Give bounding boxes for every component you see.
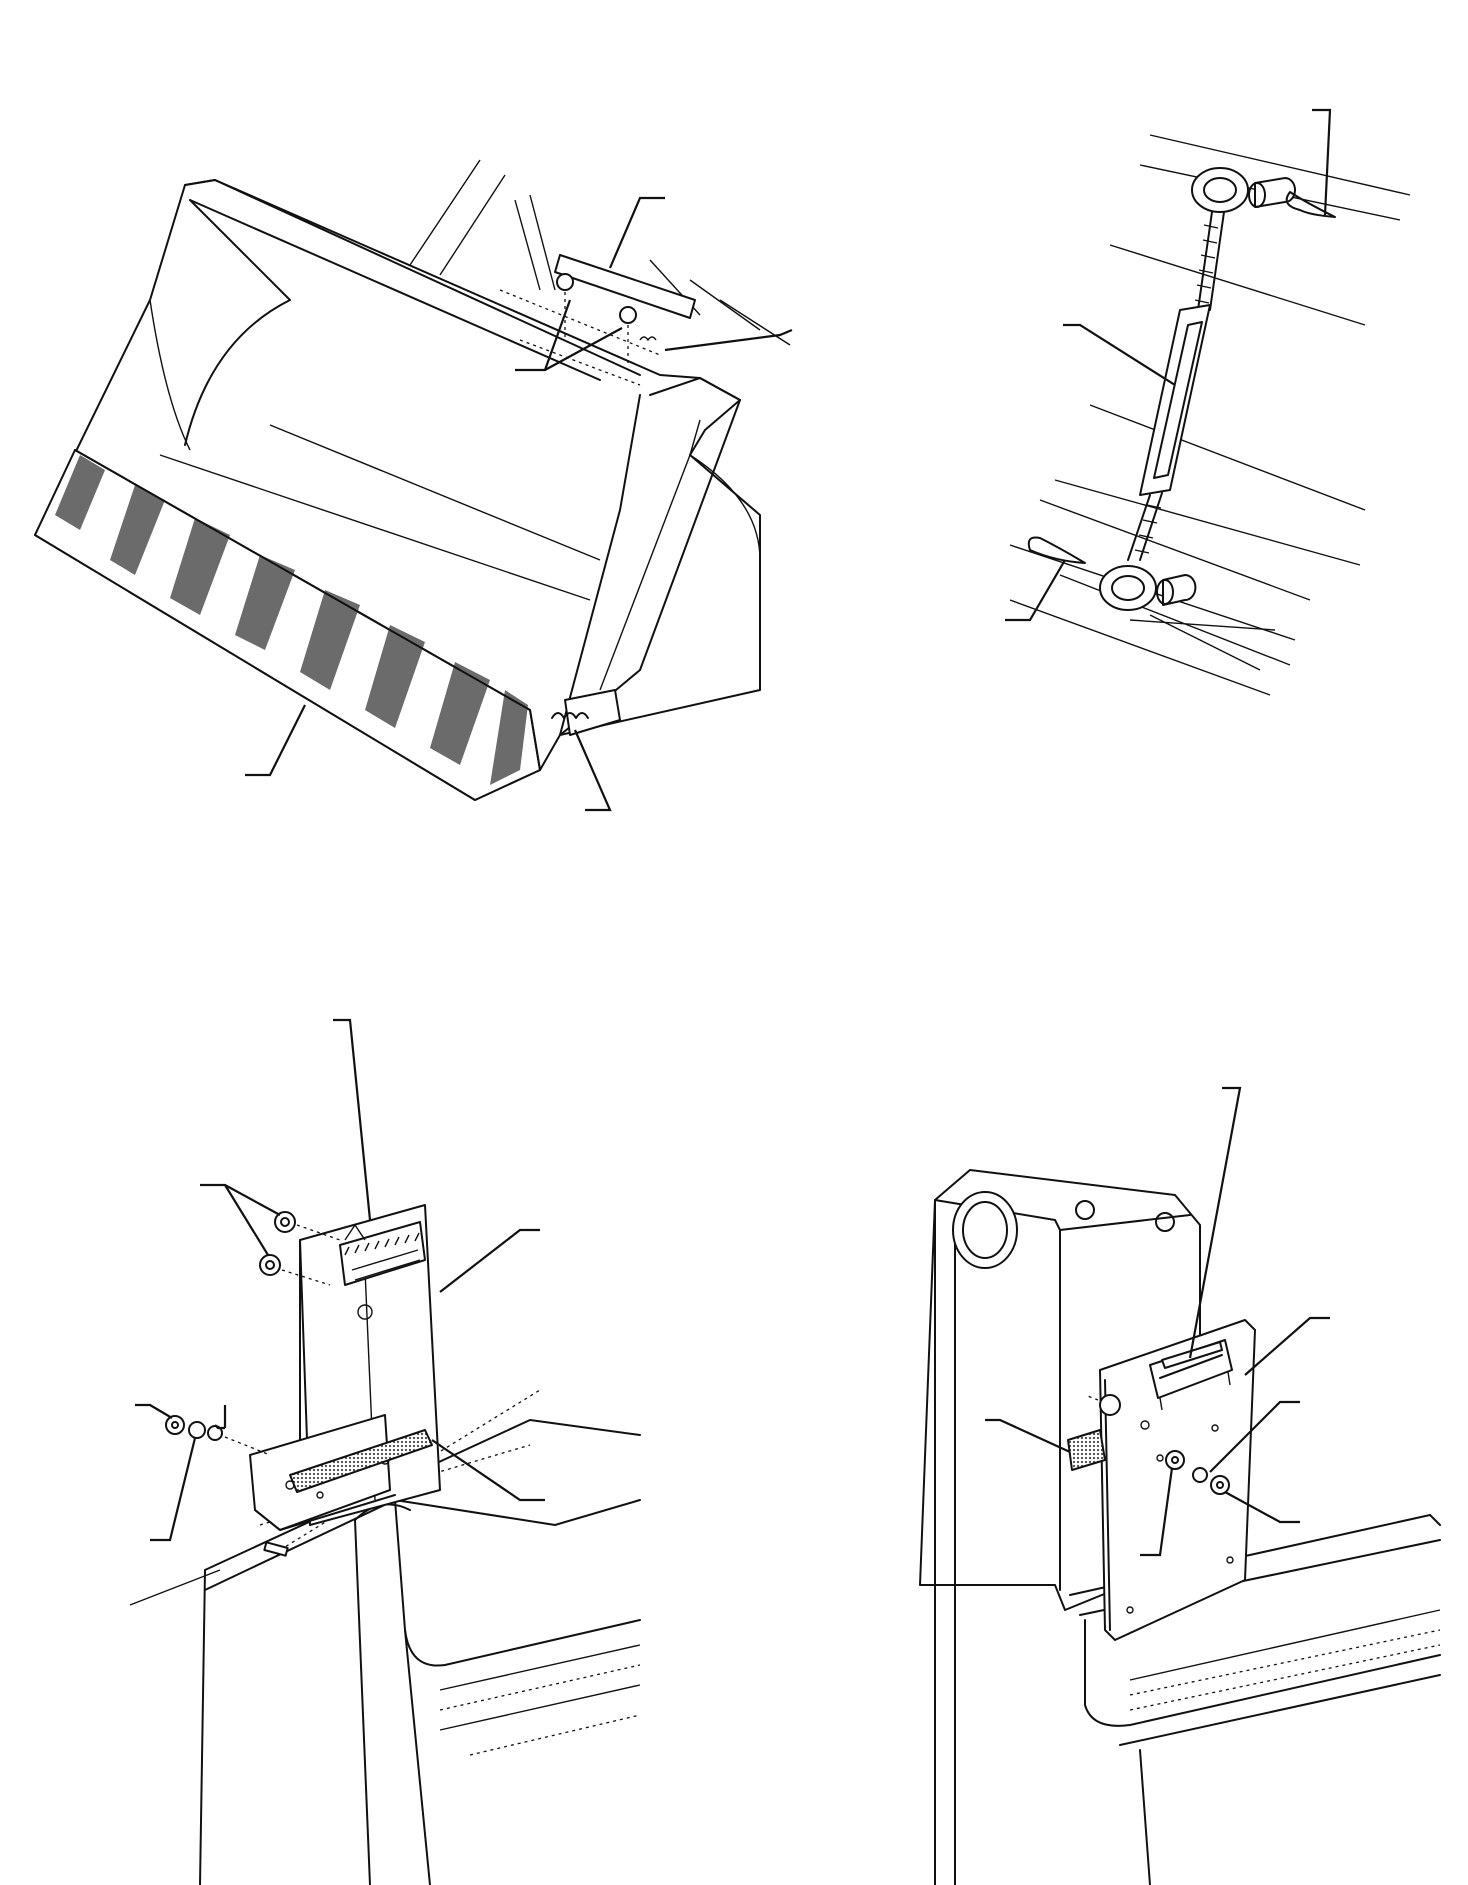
turnbuckle-panel: [1005, 108, 1411, 696]
r-clip-icon: [1027, 536, 1086, 564]
bolt-icon: [556, 273, 574, 291]
bucket-body: [34, 179, 761, 801]
mounting-bar: [554, 254, 696, 365]
right-bracket-panel: [919, 1086, 1441, 1885]
callout-leaders: [985, 1086, 1330, 1557]
left-bracket-panel: [129, 1018, 641, 1885]
callout-leaders: [135, 1018, 545, 1542]
spring-clip-icon: [551, 712, 589, 719]
bolt-icon: [619, 306, 637, 324]
upper-eye-bolt: [1191, 167, 1296, 213]
spring-icon: [639, 336, 657, 342]
nut-icon: [274, 1211, 296, 1233]
mounting-plate: [1099, 1319, 1256, 1641]
mounting-base: [129, 1389, 641, 1885]
callout-leaders: [245, 196, 793, 812]
nut-icon: [1210, 1475, 1230, 1495]
boom-arm-outline: [409, 159, 791, 346]
fasteners: [1084, 1394, 1230, 1495]
r-clip-icon: [1285, 191, 1336, 218]
bolt-head-icon: [1099, 1394, 1121, 1416]
washer-icon: [188, 1421, 206, 1439]
mounting-bracket: [249, 1204, 441, 1531]
washer-icon: [1165, 1450, 1185, 1470]
hazard-reflector-strip: [34, 449, 541, 801]
nut-icon: [259, 1254, 281, 1276]
rubber-pad: [1067, 1429, 1106, 1471]
turnbuckle-body: [1127, 211, 1225, 561]
frame-lines: [1009, 134, 1411, 696]
stud-icon: [263, 1541, 289, 1557]
rubber-pad: [289, 1429, 433, 1493]
nut-icon: [165, 1415, 185, 1435]
washer-icon: [1192, 1467, 1208, 1483]
bucket-reflector-panel: [34, 159, 793, 812]
lower-eye-bolt: [1099, 565, 1197, 611]
callout-leaders: [1005, 108, 1332, 622]
fasteners: [165, 1211, 341, 1456]
